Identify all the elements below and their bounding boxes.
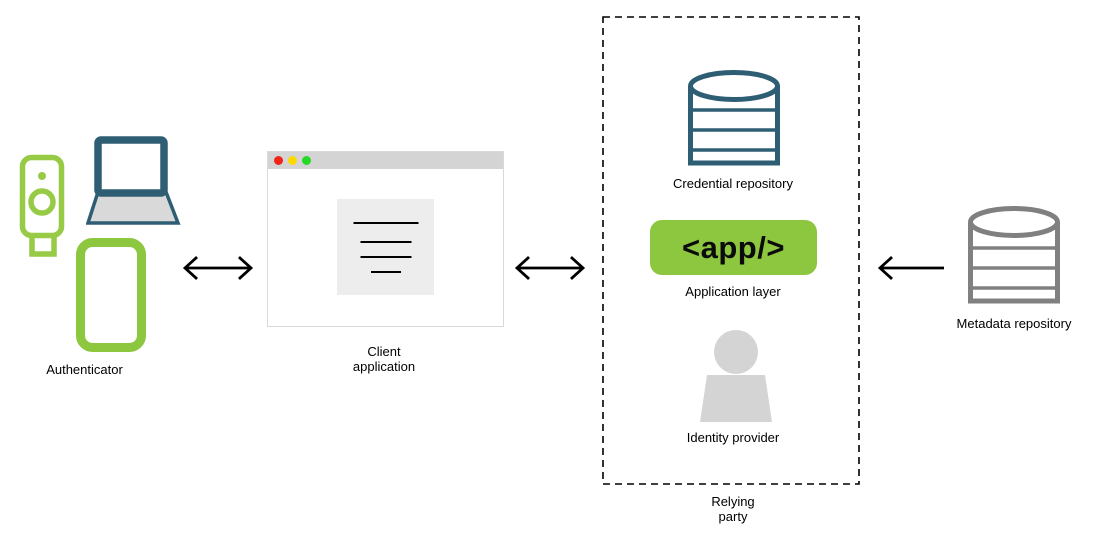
- relying-party-label: Relying party: [711, 494, 755, 524]
- document-placeholder: [337, 199, 434, 295]
- text-line: [360, 241, 411, 243]
- authenticator-label: Authenticator: [46, 362, 123, 377]
- metadata-repository-icon: [968, 206, 1060, 304]
- application-layer-label: Application layer: [685, 284, 781, 299]
- maximize-dot-icon: [302, 156, 311, 165]
- text-line: [370, 271, 401, 273]
- arrow-client-relying-party: [514, 256, 586, 280]
- laptop-icon: [86, 136, 181, 225]
- application-layer-box: <app/>: [650, 220, 817, 275]
- arrow-metadata-relying-party: [877, 256, 944, 280]
- phone-icon: [76, 238, 146, 352]
- relying-party-boundary: [602, 16, 860, 485]
- arrow-authenticator-client: [182, 256, 254, 280]
- minimize-dot-icon: [288, 156, 297, 165]
- metadata-repository-label: Metadata repository: [956, 316, 1072, 331]
- security-key-icon: [19, 154, 65, 257]
- browser-titlebar: [268, 152, 503, 169]
- identity-provider-label: Identity provider: [686, 430, 780, 445]
- client-application-label: Client application: [352, 344, 416, 374]
- text-line: [353, 222, 418, 224]
- credential-repository-label: Credential repository: [673, 176, 793, 191]
- close-dot-icon: [274, 156, 283, 165]
- credential-repository-icon: [688, 70, 780, 166]
- application-layer-code-text: <app/>: [682, 229, 785, 265]
- identity-provider-icon: [700, 330, 772, 422]
- text-line: [360, 256, 411, 258]
